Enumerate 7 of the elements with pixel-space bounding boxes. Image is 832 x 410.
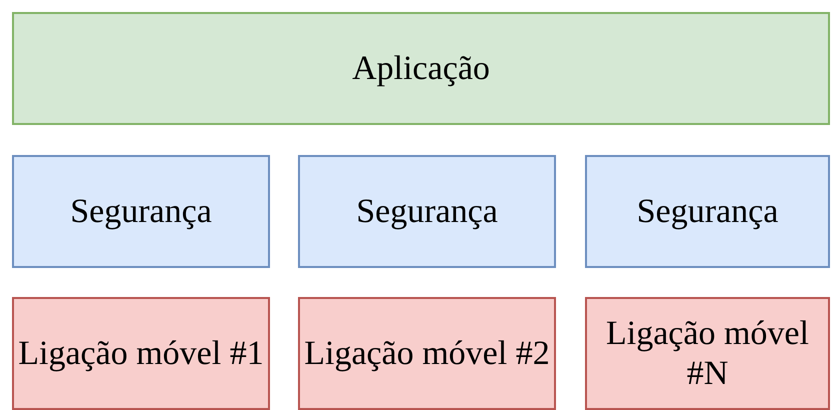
mobile-link-box: Ligação móvel #1 — [12, 297, 270, 410]
security-layer-box: Segurança — [298, 155, 556, 268]
mobile-link-box: Ligação móvel #N — [585, 297, 830, 410]
security-layer-box: Segurança — [12, 155, 270, 268]
security-layer-box: Segurança — [585, 155, 830, 268]
mobile-link-box: Ligação móvel #2 — [298, 297, 556, 410]
application-layer-box: Aplicação — [12, 12, 830, 125]
